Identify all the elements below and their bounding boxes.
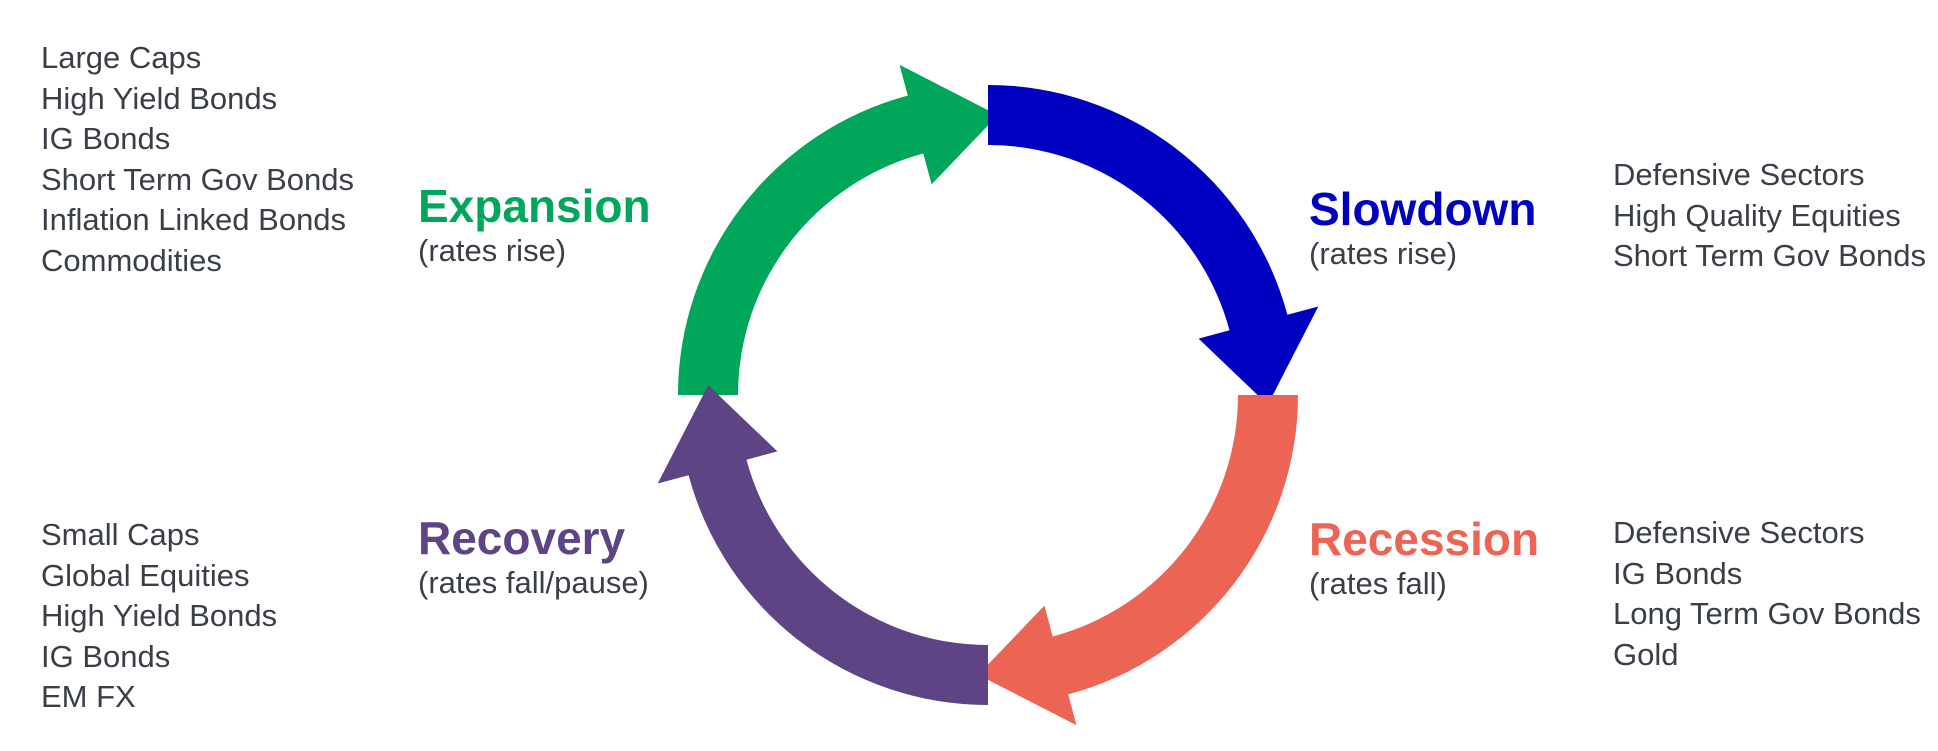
- expansion-asset: Commodities: [41, 242, 222, 278]
- slowdown-rates-note: (rates rise): [1309, 236, 1458, 271]
- recession-asset: Long Term Gov Bonds: [1613, 596, 1921, 631]
- recovery-rates-note: (rates fall/pause): [418, 565, 649, 600]
- recession-asset: IG Bonds: [1613, 555, 1743, 591]
- recovery-asset-list: Small Caps Global Equities High Yield Bo…: [41, 515, 277, 718]
- slowdown-arrow: [988, 85, 1319, 405]
- recession-asset: Defensive Sectors: [1613, 515, 1865, 550]
- recovery-asset: High Yield Bonds: [41, 598, 278, 633]
- expansion-asset: Short Term Gov Bonds: [41, 161, 355, 197]
- recession-asset: Gold: [1613, 636, 1679, 672]
- expansion-arrow: [678, 64, 998, 395]
- expansion-rates-note: (rates rise): [418, 233, 567, 268]
- recession-arrow: [978, 395, 1298, 726]
- slowdown-phase-label: Slowdown (rates rise): [1309, 183, 1536, 273]
- expansion-title: Expansion: [418, 180, 651, 232]
- slowdown-asset: Defensive Sectors: [1613, 157, 1865, 192]
- expansion-asset: IG Bonds: [41, 121, 171, 156]
- recovery-asset: Small Caps: [41, 517, 200, 552]
- recovery-asset: Global Equities: [41, 557, 250, 593]
- slowdown-title: Slowdown: [1309, 183, 1537, 235]
- recovery-arrow: [657, 385, 988, 705]
- recession-rates-note: (rates fall): [1309, 566, 1447, 601]
- recession-title: Recession: [1309, 513, 1540, 565]
- slowdown-asset: High Quality Equities: [1613, 197, 1901, 233]
- recovery-asset: IG Bonds: [41, 638, 171, 674]
- recovery-asset: EM FX: [41, 679, 136, 714]
- slowdown-asset: Short Term Gov Bonds: [1613, 238, 1927, 273]
- recovery-title: Recovery: [418, 512, 626, 564]
- expansion-asset: Inflation Linked Bonds: [41, 202, 347, 237]
- expansion-asset-list: Large Caps High Yield Bonds IG Bonds Sho…: [41, 38, 354, 281]
- expansion-asset: Large Caps: [41, 40, 202, 75]
- slowdown-asset-list: Defensive Sectors High Quality Equities …: [1613, 155, 1926, 277]
- recession-asset-list: Defensive Sectors IG Bonds Long Term Gov…: [1613, 513, 1921, 675]
- expansion-phase-label: Expansion (rates rise): [418, 180, 651, 270]
- recovery-phase-label: Recovery (rates fall/pause): [418, 512, 649, 602]
- recession-phase-label: Recession (rates fall): [1309, 513, 1539, 603]
- expansion-asset: High Yield Bonds: [41, 80, 278, 116]
